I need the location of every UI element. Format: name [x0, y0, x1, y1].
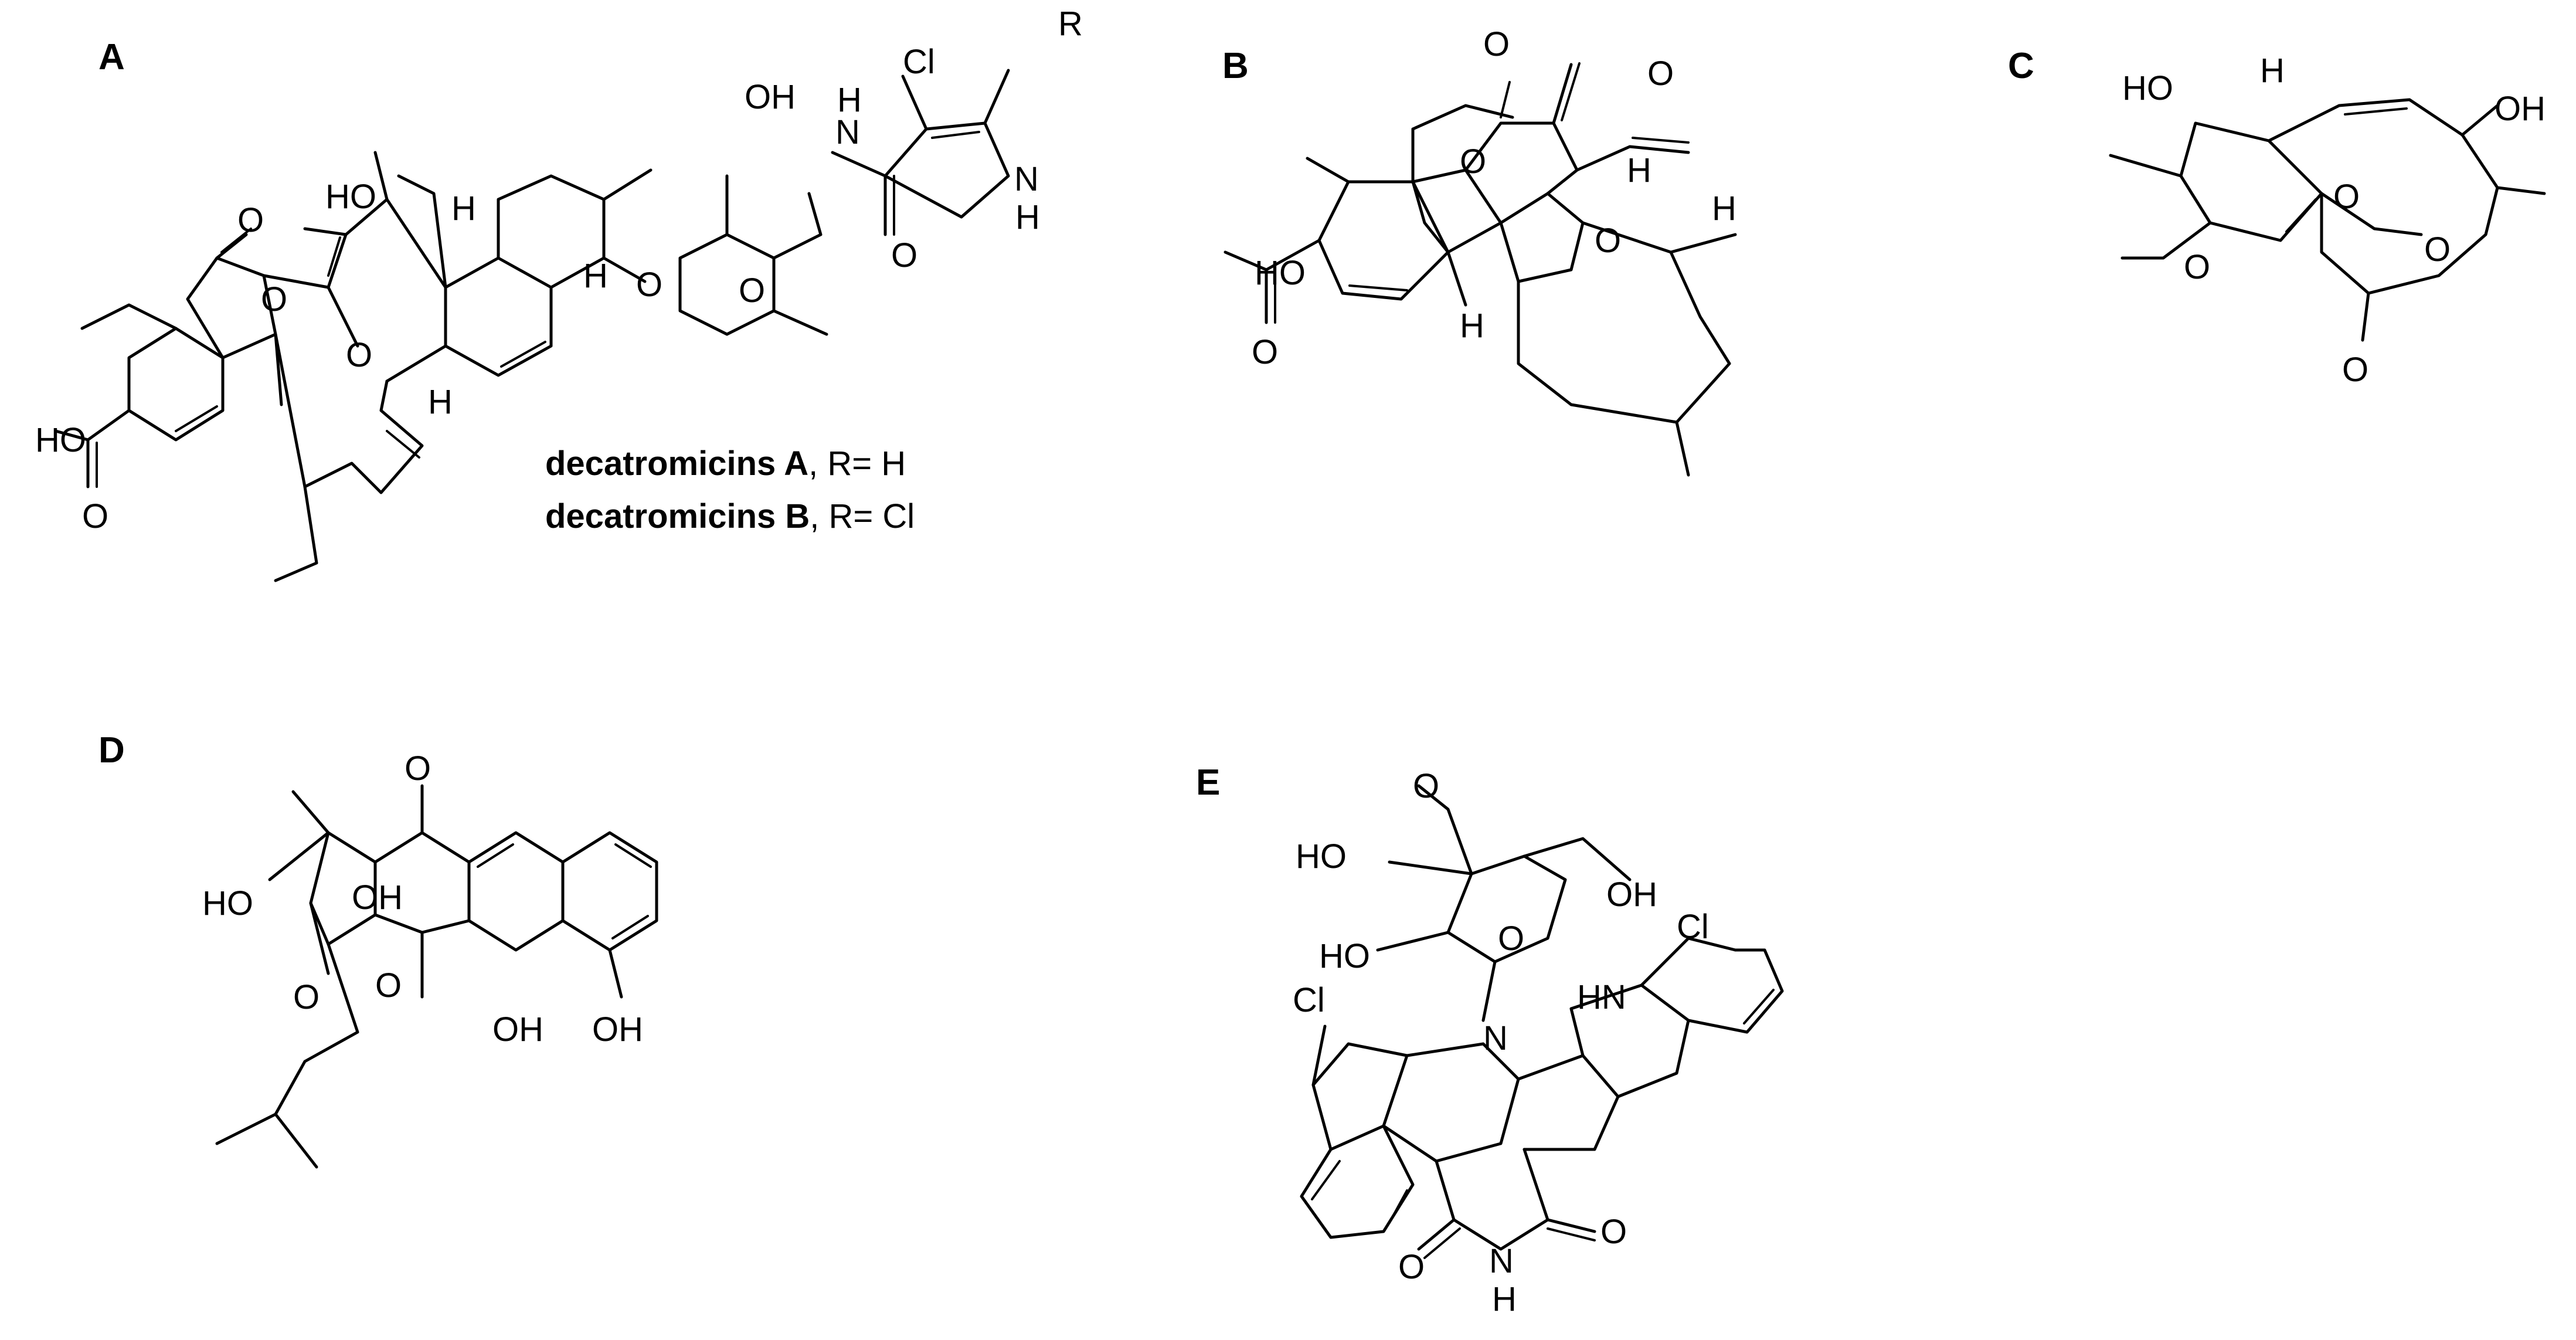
panel-b-skeleton [1224, 62, 1737, 477]
caption-b-name: decatromicins B [545, 497, 810, 535]
atom-e-o2: O [1600, 1213, 1627, 1251]
atom-b-h2: H [1712, 189, 1736, 228]
atom-c-o1: O [2333, 178, 2360, 216]
atom-b-o2: O [1647, 55, 1674, 93]
atom-e-ho1: HO [1296, 837, 1347, 876]
atom-c-o2: O [2424, 230, 2451, 269]
atom-a-cl: Cl [903, 43, 935, 81]
atom-a-o2: O [237, 201, 264, 239]
atom-a-o3: O [261, 280, 287, 318]
atom-d-o1: O [405, 749, 431, 788]
atom-a-o4: O [346, 336, 372, 374]
atom-d-oh2: OH [492, 1010, 543, 1049]
atom-a-h-amide: H [837, 81, 862, 119]
atom-a-h-pyrrole: H [1015, 198, 1040, 236]
atom-d-ho: HO [202, 884, 253, 922]
panel-e: E O HO [1196, 762, 1784, 1318]
panel-c-label: C [2008, 46, 2034, 86]
atom-a-o-ether: O [636, 266, 662, 304]
atom-b-o4: O [1252, 333, 1278, 371]
atom-e-oh: OH [1606, 876, 1657, 914]
atom-c-ho: HO [2122, 69, 2173, 107]
atom-e-o1: O [1398, 1248, 1425, 1286]
atom-a-r: R [1058, 5, 1083, 43]
panel-a-label: A [98, 37, 125, 77]
atom-a-oh: OH [745, 78, 796, 116]
atom-d-o3: O [375, 966, 402, 1005]
atom-e-hn: HN [1577, 978, 1626, 1016]
atom-a-o1: O [82, 497, 108, 535]
atom-a-o-amide: O [891, 236, 917, 274]
atom-b-o5: O [1595, 222, 1621, 260]
panel-e-skeleton [1300, 784, 1784, 1259]
panel-e-label: E [1196, 762, 1220, 803]
atom-e-n-imide: N [1489, 1242, 1514, 1280]
atom-a-h3: H [428, 383, 453, 421]
caption-a-name: decatromicins A [545, 445, 808, 483]
atom-a-h1: H [451, 189, 476, 228]
atom-d-oh1: OH [352, 878, 403, 917]
panel-c-skeleton [2109, 98, 2546, 342]
atom-e-cl2: Cl [1677, 908, 1709, 946]
atom-c-o4: O [2342, 351, 2368, 389]
atom-b-o1: O [1483, 25, 1510, 63]
caption-a-rest: , R= H [808, 445, 906, 483]
panel-d: D O HO OH O O OH OH [98, 730, 658, 1169]
panel-b: B O O O HO [1222, 25, 1737, 477]
atom-c-oh: OH [2495, 90, 2546, 128]
caption-decatromicin-b: decatromicins B, R= Cl [545, 497, 915, 535]
panel-b-label: B [1222, 46, 1249, 86]
atom-e-n1: N [1483, 1019, 1508, 1057]
atom-b-h1: H [1627, 151, 1651, 189]
atom-a-n-amide: N [835, 113, 860, 151]
atom-b-ho: HO [1255, 254, 1306, 292]
atom-a-hooc: HO [35, 421, 86, 459]
atom-e-o-ring: O [1498, 920, 1524, 958]
atom-e-h-imide: H [1492, 1280, 1517, 1318]
caption-decatromicin-a: decatromicins A, R= H [545, 445, 906, 483]
panel-a: A [35, 5, 1083, 582]
atom-c-h: H [2260, 52, 2285, 90]
atom-d-oh3: OH [592, 1010, 643, 1049]
atom-b-h3: H [1460, 307, 1484, 345]
atom-a-o-ring: O [739, 272, 765, 310]
atom-c-o3: O [2184, 248, 2210, 286]
atom-d-o2: O [293, 978, 320, 1016]
atom-a-n-pyrrole: N [1014, 160, 1039, 198]
panel-d-skeleton [215, 784, 658, 1169]
atom-b-o3: O [1460, 143, 1486, 181]
caption-b-rest: , R= Cl [810, 497, 915, 535]
atom-a-h2: H [583, 257, 608, 295]
atom-a-hoenol: HO [325, 178, 376, 216]
atom-e-ho2: HO [1319, 937, 1370, 975]
panel-d-label: D [98, 730, 125, 771]
panel-a-skeleton [54, 69, 1010, 582]
atom-e-ome: O [1413, 767, 1439, 805]
atom-e-cl1: Cl [1293, 981, 1325, 1019]
panel-c: C HO H OH O O O O [2008, 46, 2546, 389]
